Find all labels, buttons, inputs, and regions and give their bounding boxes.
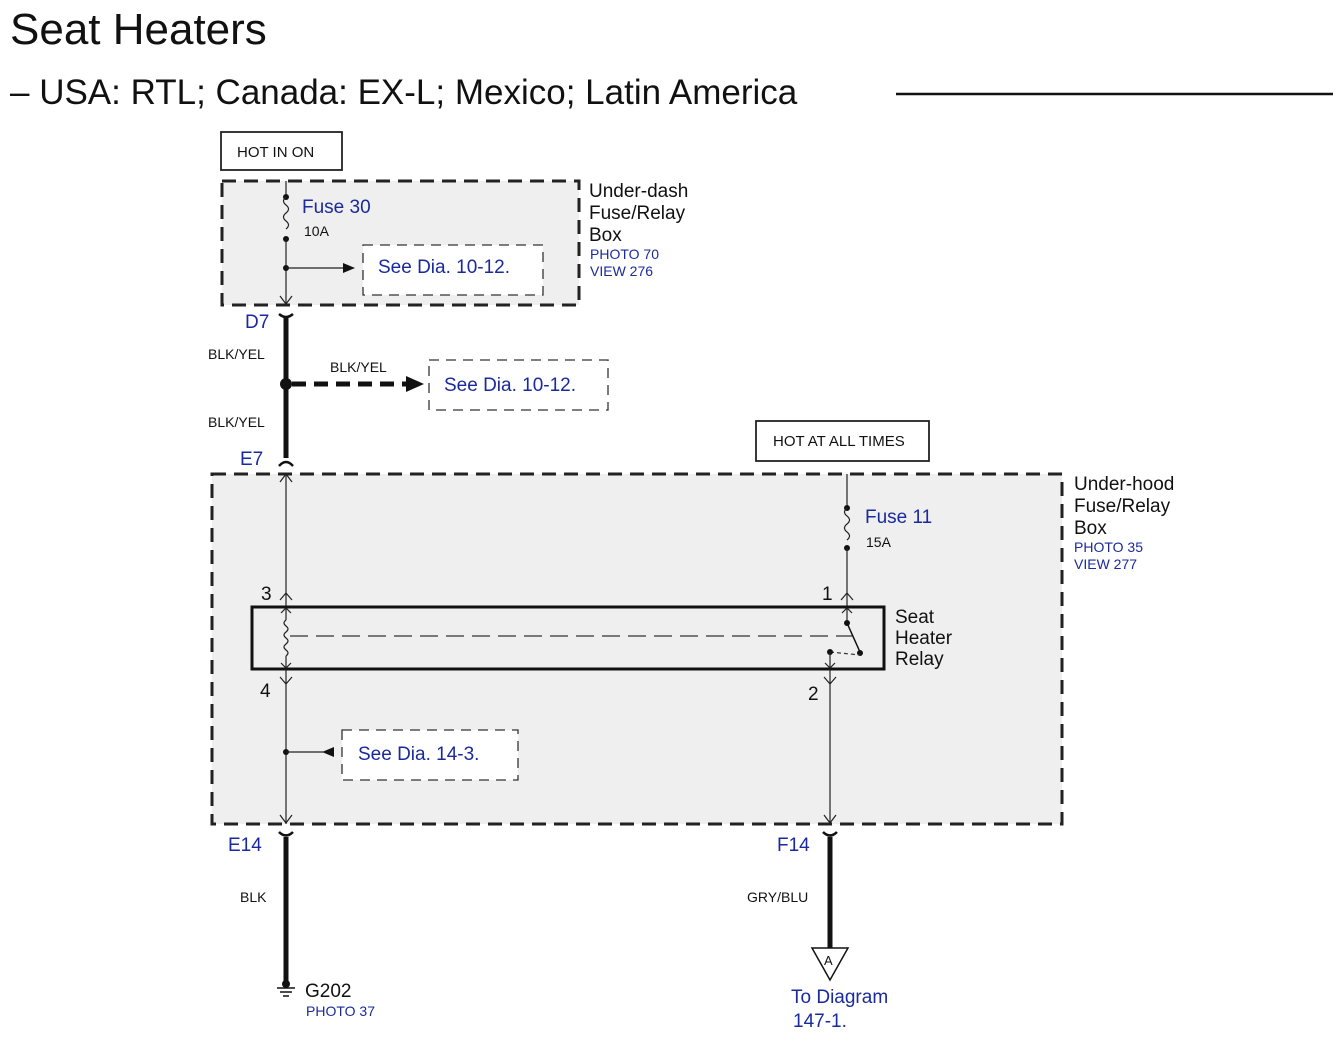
splice-point [280, 378, 292, 390]
hot-at-all-times-box [755, 420, 930, 462]
connector-e7-label: E7 [240, 449, 263, 470]
underhood-box-label-2: Fuse/Relay [1074, 496, 1171, 517]
ground-label: G202 [305, 981, 351, 1002]
see-dia-ref-underdash-label: See Dia. 10-12. [378, 257, 510, 278]
wire-color-blk: BLK [240, 889, 267, 905]
fuse11-symbol [843, 507, 851, 541]
connector-d7-label: D7 [245, 312, 269, 333]
see-dia-ref-underdash [362, 244, 544, 296]
fuse30-rating: 10A [304, 223, 330, 239]
seat-heater-relay [250, 605, 886, 671]
relay-coil-symbol [283, 619, 289, 657]
relay-label-3: Relay [895, 649, 944, 670]
fuse30-name: Fuse 30 [302, 197, 371, 218]
see-dia-ref-underhood-label: See Dia. 14-3. [358, 744, 479, 765]
to-diagram-label-1[interactable]: To Diagram [791, 987, 888, 1008]
switch-gap [829, 651, 861, 656]
underhood-photo-ref: PHOTO 35 [1074, 539, 1143, 555]
switch-blade [846, 622, 861, 653]
relay-label-1: Seat [895, 607, 935, 628]
fuse11-name: Fuse 11 [865, 507, 932, 528]
see-dia-ref-underhood [341, 729, 519, 781]
connector-e14-symbol [278, 831, 294, 837]
underhood-box-label-1: Under-hood [1074, 474, 1174, 495]
underhood-box-label-3: Box [1074, 518, 1107, 539]
connector-f14-symbol [822, 831, 838, 837]
hot-in-on-label: HOT IN ON [237, 144, 314, 161]
underdash-box-label-1: Under-dash [589, 181, 688, 202]
f14-exit-chevron [823, 814, 837, 824]
wire-color-gry-blu: GRY/BLU [747, 889, 808, 905]
ground-photo-ref: PHOTO 37 [306, 1003, 375, 1019]
underdash-view-ref: VIEW 276 [590, 263, 653, 279]
fuse30-branch-arrow [343, 263, 355, 273]
branch-arrow [406, 376, 424, 392]
e14-exit-chevron [279, 814, 293, 824]
switch-bottom-chevron [824, 662, 836, 669]
ground-dot [282, 980, 290, 988]
pin4-branch-arrow [322, 747, 334, 757]
wire-color-upper: BLK/YEL [208, 346, 265, 362]
wire-color-lower: BLK/YEL [208, 414, 265, 430]
offpage-connector-icon [810, 947, 850, 982]
underdash-box-label-2: Fuse/Relay [589, 203, 686, 224]
box-exit-chevron [279, 295, 293, 305]
page-title: Seat Heaters [10, 5, 267, 54]
pin3-chevron [279, 592, 293, 601]
underhood-view-ref: VIEW 277 [1074, 556, 1137, 572]
fuse11-rating: 15A [866, 534, 892, 550]
page-subtitle: – USA: RTL; Canada: EX-L; Mexico; Latin … [10, 73, 798, 112]
pin3-label: 3 [261, 584, 272, 605]
see-dia-ref-branch-label: See Dia. 10-12. [444, 375, 576, 396]
hot-at-all-times-label: HOT AT ALL TIMES [773, 433, 905, 450]
coil-bottom-chevron [280, 662, 292, 669]
pin2-label: 2 [808, 684, 819, 705]
connector-f14-label: F14 [777, 835, 810, 856]
pin1-label: 1 [822, 584, 833, 605]
to-diagram-label-2[interactable]: 147-1. [793, 1011, 847, 1032]
see-dia-ref-branch [428, 359, 609, 411]
underdash-box-label-3: Box [589, 225, 622, 246]
wire-color-branch: BLK/YEL [330, 359, 387, 375]
connector-d7-symbol [278, 313, 294, 319]
connector-e7-symbol [278, 460, 294, 467]
offpage-connector-letter: A [824, 953, 833, 968]
underdash-photo-ref: PHOTO 70 [590, 246, 659, 262]
ground-icon [277, 987, 295, 997]
connector-e14-label: E14 [228, 835, 262, 856]
pin4-label: 4 [260, 681, 271, 702]
fuse30-symbol [282, 196, 290, 230]
relay-label-2: Heater [895, 628, 953, 649]
pin1-chevron [840, 592, 854, 601]
hot-in-on-box [220, 131, 343, 171]
